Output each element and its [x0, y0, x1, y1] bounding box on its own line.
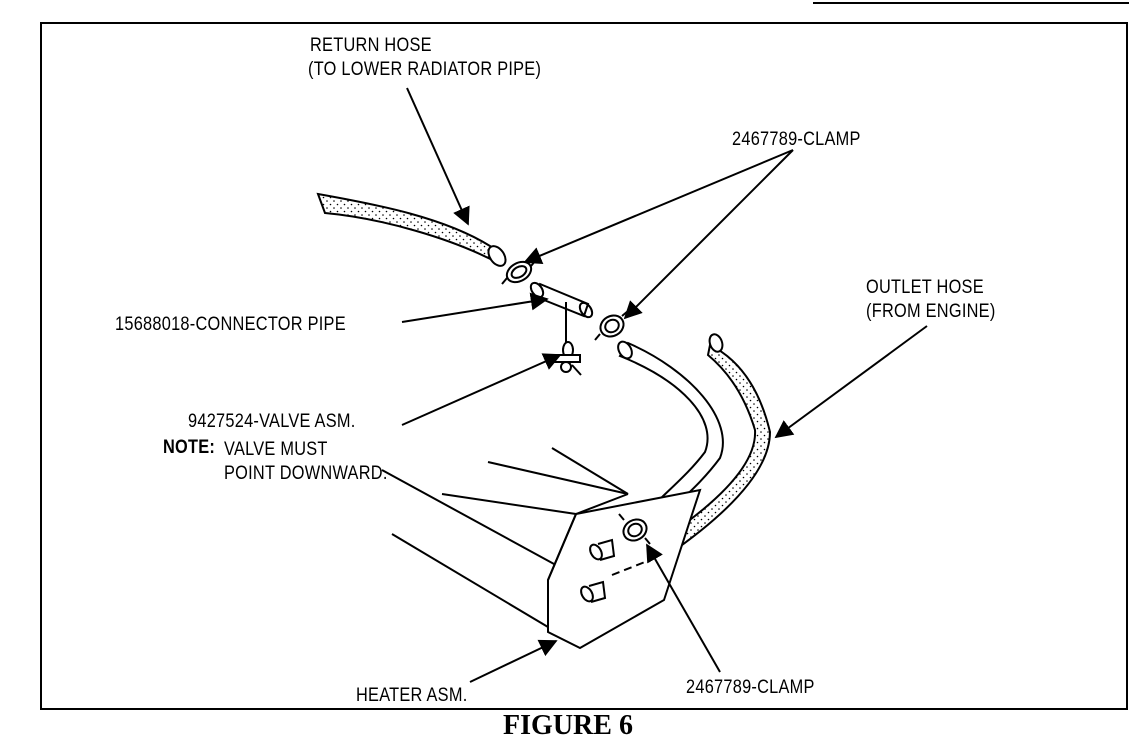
clamp-top-right — [594, 310, 629, 341]
label-return-hose-line1: RETURN HOSE — [310, 35, 432, 56]
leader-lines — [401, 87, 928, 683]
leader-clamp-top-2 — [623, 149, 794, 320]
label-outlet-hose-line2: (FROM ENGINE) — [866, 301, 996, 322]
label-note-line2: POINT DOWNWARD. — [224, 463, 388, 484]
heater-assembly — [381, 447, 702, 650]
valve-assembly — [554, 341, 582, 376]
leader-outlet-hose — [774, 325, 928, 439]
label-note-head: NOTE: — [163, 437, 216, 458]
label-return-hose-line2: (TO LOWER RADIATOR PIPE) — [308, 59, 542, 80]
clamp-top-left — [501, 259, 537, 285]
top-rule — [813, 2, 1129, 4]
label-clamp-bottom: 2467789-CLAMP — [686, 677, 815, 698]
leader-return-hose — [406, 87, 470, 226]
diagram-frame — [40, 22, 1128, 710]
figure-caption: FIGURE 6 — [503, 710, 633, 741]
leader-valve — [401, 353, 562, 426]
leader-clamp-top-1 — [523, 149, 794, 265]
return-hose — [316, 192, 507, 267]
leader-heater — [469, 639, 558, 683]
label-connector-pipe: 15688018-CONNECTOR PIPE — [115, 314, 346, 335]
label-heater-asm: HEATER ASM. — [356, 685, 468, 706]
heater-inlet-hose — [617, 340, 724, 519]
label-note-line1: VALVE MUST — [224, 439, 328, 460]
clamp-bottom — [618, 513, 651, 545]
label-clamp-top: 2467789-CLAMP — [732, 129, 861, 150]
connector-pipe — [529, 281, 594, 344]
label-outlet-hose-line1: OUTLET HOSE — [866, 277, 984, 298]
label-valve-asm: 9427524-VALVE ASM. — [188, 411, 356, 432]
leader-clamp-bottom — [646, 543, 721, 673]
leader-connector-pipe — [401, 292, 549, 323]
